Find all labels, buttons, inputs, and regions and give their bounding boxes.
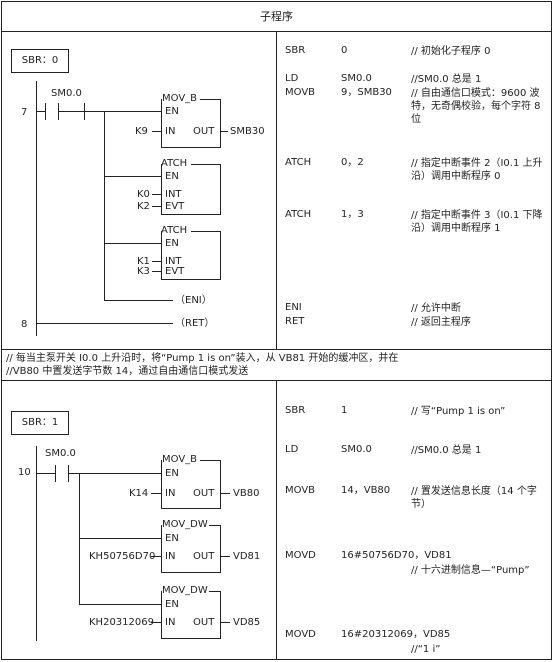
operand: KH50756D70 — [89, 551, 156, 562]
stl-arg: 1，3 — [341, 209, 364, 220]
stl-arg: SM0.0 — [341, 444, 372, 455]
stl-comment: // 初始化子程序 0 — [411, 46, 491, 57]
stl-comment: // 写“Pump 1 is on” — [411, 406, 506, 417]
stl-arg: 0 — [341, 45, 348, 56]
stl-op: MOVD — [285, 550, 316, 561]
operand: K1 — [137, 256, 150, 267]
sbr1-label: SBR：1 — [21, 417, 59, 428]
contact-label: SM0.0 — [45, 448, 76, 459]
pin-en: EN — [165, 171, 179, 182]
stl-comment: // 指定中断事件 2（I0.1 上升沿）调用中断程序 0 — [411, 158, 543, 182]
pin-out: OUT — [193, 617, 215, 628]
pin-in: IN — [165, 488, 176, 499]
stl-op: MOVD — [285, 629, 316, 640]
mov-b-block — [161, 460, 221, 509]
pin-out: OUT — [193, 488, 215, 499]
stl-comment: // 置发送信息长度（14 个字节） — [411, 486, 537, 510]
atch-block — [161, 231, 221, 280]
stl-comment: // 允许中断 — [411, 303, 461, 314]
operand: K14 — [129, 488, 149, 499]
stl-op: ATCH — [285, 157, 312, 168]
pin-en: EN — [165, 533, 179, 544]
pin-int: INT — [165, 189, 182, 200]
stl-comment: //SM0.0 总是 1 — [411, 445, 482, 456]
mov-dw-block — [161, 591, 221, 639]
pin-out: OUT — [193, 551, 215, 562]
pin-en: EN — [165, 238, 179, 249]
note-line: // 每当主泵开关 I0.0 上升沿时，将“Pump 1 is on”装入，从 … — [6, 353, 399, 364]
stl-op: LD — [285, 73, 299, 84]
mov-dw-block — [161, 525, 221, 573]
stl-comment: // 自由通信口模式：9600 波特，无奇偶校验，每个字符 8 位 — [411, 88, 541, 125]
box-title: MOV_B — [162, 93, 198, 104]
box-title: MOV_B — [162, 454, 198, 465]
pin-in: IN — [165, 617, 176, 628]
operand: K0 — [137, 189, 150, 200]
stl-op: ATCH — [285, 209, 312, 220]
operand: K9 — [135, 126, 148, 137]
operand: KH20312069 — [89, 617, 154, 628]
stl-comment: //SM0.0 总是 1 — [411, 74, 482, 85]
note-line: //VB80 中置发送字节数 14，通过自由通信口模式发送 — [6, 366, 249, 377]
sbr0-label-box: SBR：0 — [11, 49, 69, 73]
stl-op: SBR — [285, 45, 306, 56]
stl-comment: //“1 i” — [411, 644, 441, 655]
page-title: 子程序 — [260, 10, 293, 23]
pin-evt: EVT — [165, 201, 185, 212]
stl-arg: 16#50756D70，VD81 — [341, 550, 452, 561]
stl-op: LD — [285, 444, 299, 455]
operand: VD81 — [233, 551, 261, 562]
box-title: ATCH — [161, 225, 188, 236]
pin-en: EN — [165, 468, 179, 479]
network-number: 10 — [18, 467, 31, 478]
eni-coil: （ENI） — [175, 295, 212, 306]
pin-in: IN — [165, 551, 176, 562]
atch-block — [161, 164, 221, 215]
box-title: MOV_DW — [162, 519, 208, 530]
operand: VB80 — [233, 488, 260, 499]
pin-int: INT — [165, 256, 182, 267]
operand: K3 — [137, 266, 150, 277]
stl-arg: 16#20312069，VD85 — [341, 629, 451, 640]
stl-op: ENI — [285, 302, 302, 313]
mov-b-block — [161, 99, 221, 148]
sbr1-label-box: SBR：1 — [11, 411, 69, 435]
stl-arg: 1 — [341, 405, 348, 416]
stl-op: RET — [285, 316, 305, 327]
stl-comment: // 十六进制信息—“Pump” — [411, 565, 530, 576]
stl-op: MOVB — [285, 485, 316, 496]
stl-op: MOVB — [285, 87, 316, 98]
pin-en: EN — [165, 599, 179, 610]
stl-arg: 9，SMB30 — [341, 87, 392, 98]
stl-arg: SM0.0 — [341, 73, 372, 84]
operand: SMB30 — [230, 126, 265, 137]
operand: K2 — [137, 201, 150, 212]
contact-label: SM0.0 — [51, 88, 82, 99]
ret-coil: （RET） — [175, 318, 215, 329]
stl-arg: 0，2 — [341, 157, 364, 168]
pin-in: IN — [165, 126, 176, 137]
pin-out: OUT — [193, 126, 215, 137]
network-number: 8 — [21, 319, 28, 330]
pin-en: EN — [165, 106, 179, 117]
box-title: ATCH — [161, 158, 188, 169]
stl-arg: 14，VB80 — [341, 485, 391, 496]
pin-evt: EVT — [165, 266, 185, 277]
stl-comment: // 指定中断事件 3（I0.1 下降沿）调用中断程序 1 — [411, 210, 543, 234]
sbr0-label: SBR：0 — [21, 55, 59, 66]
stl-comment: // 返回主程序 — [411, 317, 471, 328]
box-title: MOV_DW — [162, 585, 208, 596]
network-number: 7 — [21, 107, 28, 118]
operand: VD85 — [233, 617, 261, 628]
stl-op: SBR — [285, 405, 306, 416]
